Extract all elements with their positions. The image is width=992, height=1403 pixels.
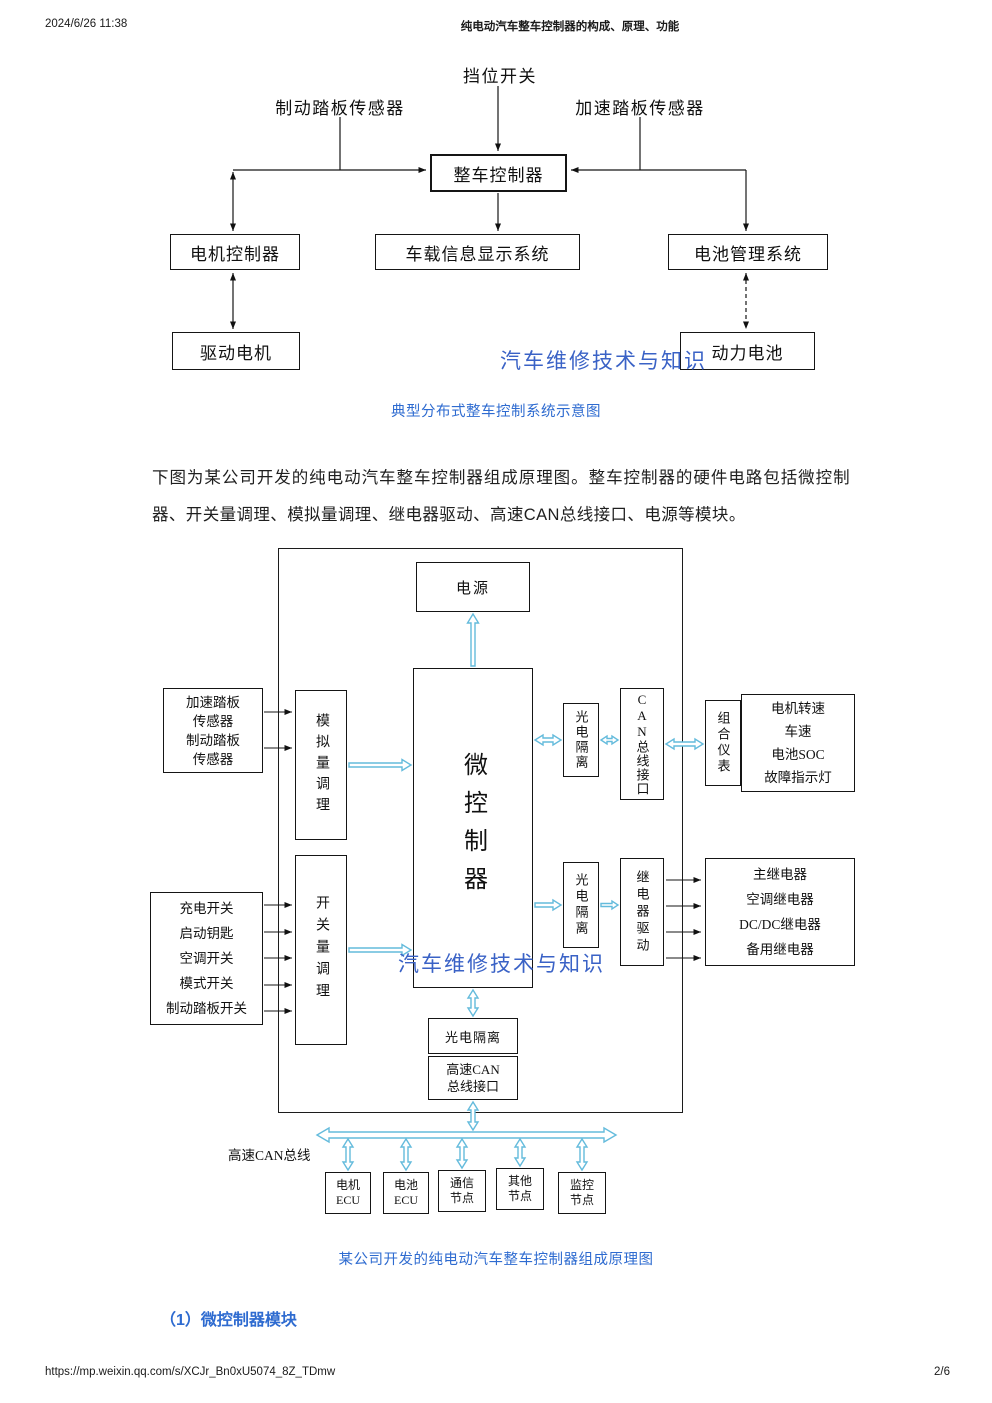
sensors-line-2: 传感器 <box>192 713 234 729</box>
instrument-cluster-box: 组合仪表 <box>705 700 741 786</box>
pedal-sensors-box: 加速踏板 传感器 制动踏板 传感器 <box>163 688 263 773</box>
switch-inputs-box: 充电开关 启动钥匙 空调开关 模式开关 制动踏板开关 <box>150 892 263 1025</box>
gear-switch-label: 挡位开关 <box>463 67 537 86</box>
document-title: 纯电动汽车整车控制器的构成、原理、功能 <box>460 21 680 33</box>
comm-node-line2: 节点 <box>449 1191 474 1205</box>
opto-isolation-mid-box: 光电隔离 <box>563 862 599 948</box>
monitor-node-box: 监控 节点 <box>558 1172 606 1214</box>
comm-node-line1: 通信 <box>449 1176 474 1190</box>
relay-line-2: 空调继电器 <box>746 892 814 907</box>
digital-conditioning-label: 开关量调理 <box>314 895 329 1005</box>
opto-isolation-mid-label: 光电隔离 <box>573 873 589 937</box>
cluster-signal-1: 电机转速 <box>771 701 825 716</box>
diagram2-caption: 某公司开发的纯电动汽车整车控制器组成原理图 <box>338 1252 654 1268</box>
info-display-box: 车载信息显示系统 <box>375 234 580 270</box>
switch-line-5: 制动踏板开关 <box>166 1001 247 1016</box>
can-interface-label: CAN总线接口 <box>634 692 650 796</box>
motor-ecu-line2: ECU <box>336 1193 360 1207</box>
diagram1-connector-lines <box>230 86 749 329</box>
switch-line-1: 充电开关 <box>179 901 234 916</box>
sensors-line-1: 加速踏板 <box>186 694 240 710</box>
power-module-box: 电源 <box>416 562 530 612</box>
relay-drive-label: 继电器驱动 <box>634 869 650 955</box>
relays-box: 主继电器 空调继电器 DC/DC继电器 备用继电器 <box>705 858 855 966</box>
sensors-line-4: 传感器 <box>192 751 234 767</box>
cluster-signals-box: 电机转速 车速 电池SOC 故障指示灯 <box>741 694 855 792</box>
relay-line-4: 备用继电器 <box>746 942 814 957</box>
drive-motor-box: 驱动电机 <box>172 332 300 370</box>
sensors-line-3: 制动踏板 <box>186 732 240 748</box>
motor-controller-box: 电机控制器 <box>170 234 300 270</box>
motor-ecu-node-box: 电机 ECU <box>325 1172 371 1214</box>
motor-ecu-line1: 电机 <box>335 1178 360 1192</box>
footer-url: https://mp.weixin.qq.com/s/XCJr_Bn0xU507… <box>45 1366 336 1378</box>
can-bus-label: 高速CAN总线 <box>228 1148 311 1163</box>
relay-drive-box: 继电器驱动 <box>620 858 664 966</box>
battery-management-box: 电池管理系统 <box>668 234 828 270</box>
digital-conditioning-box: 开关量调理 <box>295 855 347 1045</box>
vehicle-controller-box: 整车控制器 <box>430 154 567 192</box>
cluster-signal-3: 电池SOC <box>771 747 825 762</box>
watermark-text-1: 汽车维修技术与知识 <box>500 350 707 373</box>
switch-line-4: 模式开关 <box>179 976 234 991</box>
intro-paragraph: 下图为某公司开发的纯电动汽车整车控制器组成原理图。整车控制器的硬件电路包括微控制… <box>152 469 850 524</box>
hs-can-interface-line1: 高速CAN <box>446 1062 500 1077</box>
cluster-signal-4: 故障指示灯 <box>764 770 832 785</box>
opto-isolation-top-label: 光电隔离 <box>573 710 589 770</box>
section-heading: （1）微控制器模块 <box>160 1312 297 1329</box>
relay-line-1: 主继电器 <box>753 867 807 882</box>
hs-can-interface-box: 高速CAN 总线接口 <box>428 1056 518 1100</box>
power-battery-box: 动力电池 <box>680 332 815 370</box>
cluster-signal-2: 车速 <box>784 724 812 739</box>
switch-line-2: 启动钥匙 <box>179 926 234 941</box>
analog-conditioning-box: 模拟量调理 <box>295 690 347 840</box>
hs-can-interface-line2: 总线接口 <box>446 1079 499 1094</box>
other-node-line2: 节点 <box>507 1189 532 1203</box>
relay-line-3: DC/DC继电器 <box>739 917 821 932</box>
diagram1-caption: 典型分布式整车控制系统示意图 <box>391 404 601 420</box>
battery-ecu-node-box: 电池 ECU <box>383 1172 429 1214</box>
opto-isolation-bottom-box: 光电隔离 <box>428 1018 518 1054</box>
other-node-box: 其他 节点 <box>496 1168 544 1210</box>
monitor-node-line2: 节点 <box>569 1193 594 1207</box>
battery-ecu-line2: ECU <box>394 1193 418 1207</box>
microcontroller-label: 微控制器 <box>459 752 486 904</box>
comm-node-box: 通信 节点 <box>438 1170 486 1212</box>
analog-conditioning-label: 模拟量调理 <box>314 712 329 818</box>
monitor-node-line1: 监控 <box>569 1178 594 1192</box>
page-number: 2/6 <box>934 1366 950 1378</box>
instrument-cluster-label: 组合仪表 <box>715 711 731 775</box>
battery-ecu-line1: 电池 <box>393 1178 418 1192</box>
print-datetime: 2024/6/26 11:38 <box>45 18 128 30</box>
switch-line-3: 空调开关 <box>179 951 234 966</box>
accel-pedal-sensor-label: 加速踏板传感器 <box>575 99 705 118</box>
microcontroller-box: 微控制器 <box>413 668 533 988</box>
opto-isolation-top-box: 光电隔离 <box>563 703 599 777</box>
can-interface-box: CAN总线接口 <box>620 688 664 800</box>
brake-pedal-sensor-label: 制动踏板传感器 <box>275 99 405 118</box>
other-node-line1: 其他 <box>507 1174 532 1188</box>
controller-outer-frame <box>278 548 683 1113</box>
